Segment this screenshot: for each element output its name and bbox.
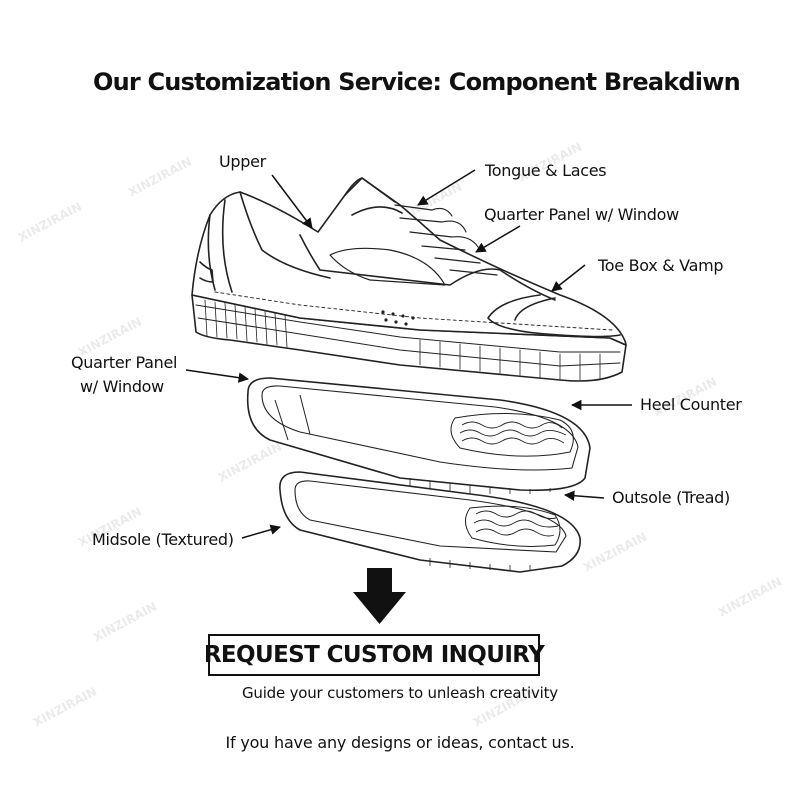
label-heel-counter: Heel Counter xyxy=(640,395,742,414)
arrow-upper xyxy=(271,174,313,229)
label-quarter-panel-line2: w/ Window xyxy=(80,377,164,396)
page-title: Our Customization Service: Component Bre… xyxy=(93,68,741,96)
label-upper: Upper xyxy=(219,152,267,171)
arrow-tongue-laces xyxy=(417,169,476,206)
label-quarter-panel-line1: Quarter Panel xyxy=(71,353,177,372)
arrow-quarter-panel-window xyxy=(475,225,521,253)
down-arrow-icon xyxy=(353,568,406,624)
label-tongue-laces: Tongue & Laces xyxy=(484,161,606,180)
request-custom-inquiry-button[interactable]: REQUEST CUSTOM INQUIRY xyxy=(204,634,545,676)
arrow-quarter-panel-left xyxy=(185,369,250,383)
arrow-midsole-textured xyxy=(241,524,282,539)
cta-subtitle: Guide your customers to unleash creativi… xyxy=(241,684,558,702)
midsole-layer xyxy=(246,377,591,494)
outsole-layer xyxy=(279,471,581,573)
contact-line: If you have any designs or ideas, contac… xyxy=(225,733,575,752)
arrow-toe-box-vamp xyxy=(551,264,586,292)
assembled-sneaker xyxy=(191,177,627,382)
arrow-outsole-tread xyxy=(563,490,605,501)
label-quarter-panel-window: Quarter Panel w/ Window xyxy=(484,205,679,224)
label-midsole-textured: Midsole (Textured) xyxy=(92,530,234,549)
shoe-upper xyxy=(191,177,627,346)
quarter-window xyxy=(329,247,446,286)
label-outsole-tread: Outsole (Tread) xyxy=(612,488,730,507)
label-toe-box-vamp: Toe Box & Vamp xyxy=(597,256,723,275)
